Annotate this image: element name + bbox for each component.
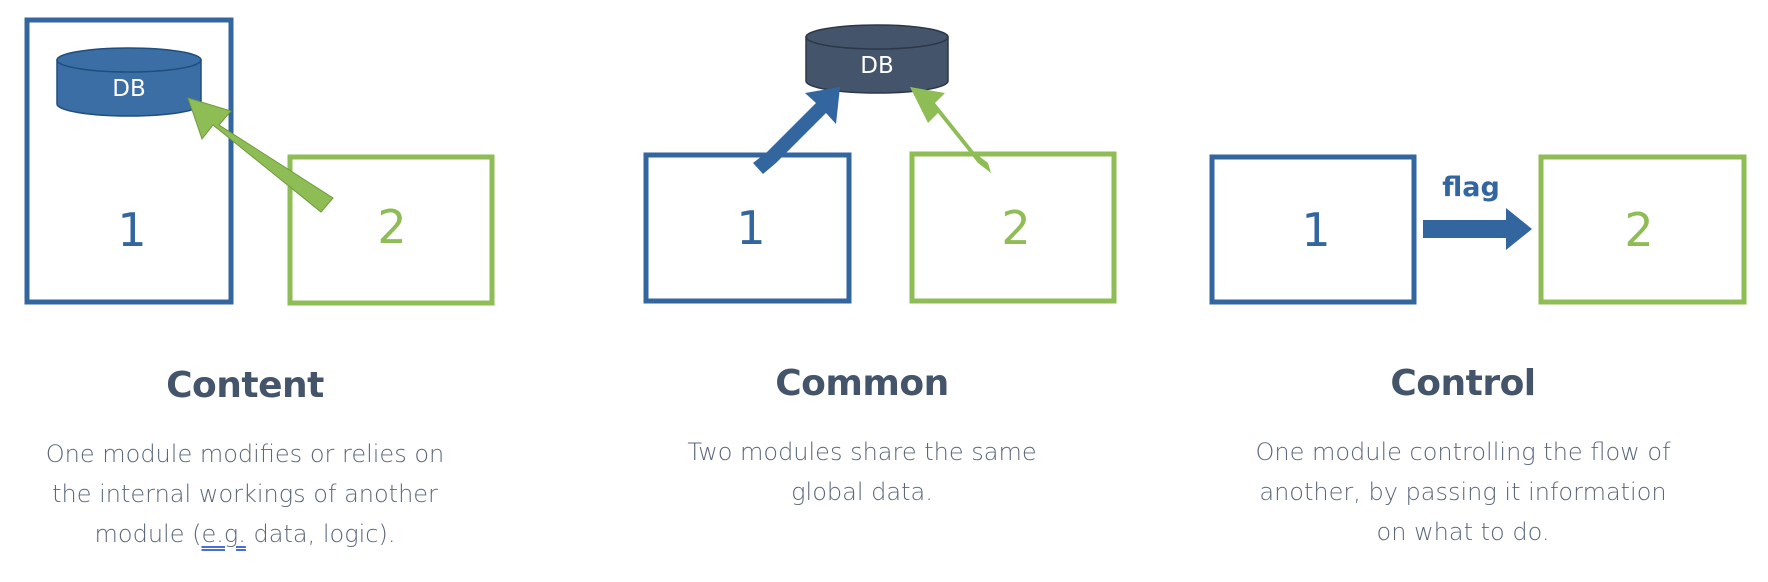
- control-flag-label: flag: [1442, 172, 1500, 203]
- common-panel-diagram: DB 1 2: [643, 24, 1117, 304]
- content-panel-diagram: DB 1 2: [24, 17, 495, 306]
- common-module-2-label: 2: [1001, 201, 1030, 255]
- common-db-cylinder: DB: [805, 24, 949, 94]
- content-description-part-2: data, logic).: [245, 520, 396, 548]
- content-db-cylinder: DB: [56, 47, 202, 117]
- common-module-2-box: [909, 151, 1117, 304]
- common-module-1-box: [643, 152, 852, 304]
- control-module-1-box: [1209, 154, 1417, 305]
- content-module-1-label: 1: [117, 203, 146, 257]
- control-flag-arrow: [1423, 208, 1532, 250]
- control-description: One module controlling the flow of anoth…: [1255, 438, 1671, 546]
- common-module-1-arrow: [753, 87, 840, 174]
- control-module-2-box: [1538, 154, 1747, 305]
- content-description: One module modifies or relies on the int…: [35, 434, 455, 554]
- eg-abbreviation: e.g.: [201, 520, 246, 548]
- common-db-label: DB: [860, 53, 894, 79]
- content-module-2-label: 2: [377, 200, 406, 254]
- content-db-label: DB: [112, 76, 146, 102]
- control-module-1-label: 1: [1301, 203, 1330, 257]
- content-module-1-box: [24, 17, 234, 305]
- control-title: Control: [1390, 363, 1536, 404]
- content-module-2-box: [287, 154, 495, 306]
- content-title: Content: [166, 365, 324, 406]
- content-access-arrow: [187, 97, 334, 213]
- common-module-1-label: 1: [736, 201, 765, 255]
- common-module-2-arrow: [910, 87, 991, 173]
- common-title: Common: [775, 363, 949, 404]
- common-description: Two modules share the same global data.: [687, 438, 1037, 506]
- control-module-2-label: 2: [1624, 203, 1653, 257]
- control-panel-diagram: flag 1 2: [1209, 154, 1747, 305]
- content-description-part-1: One module modifies or relies on the int…: [45, 440, 445, 548]
